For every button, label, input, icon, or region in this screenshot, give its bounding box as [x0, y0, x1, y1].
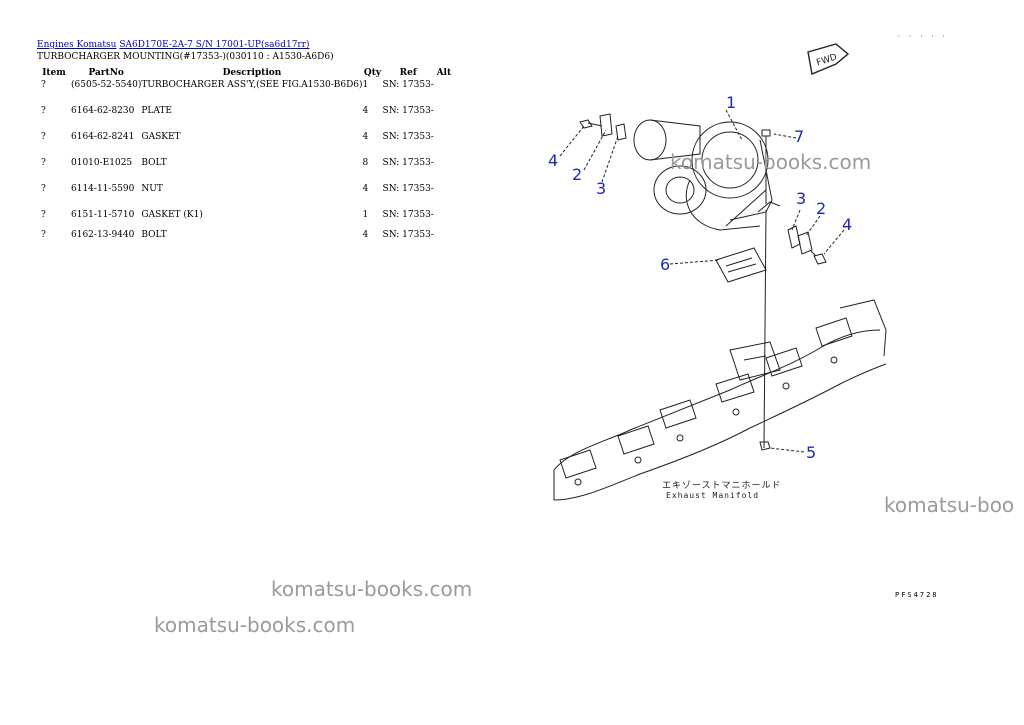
parts-table: Item PartNo Description Qty Ref Alt ? (6… — [37, 66, 454, 250]
callout-4-right: 4 — [842, 215, 852, 234]
bolt-right-drawing — [809, 249, 827, 265]
cell-item: ? — [41, 132, 46, 142]
callout-7: 7 — [794, 127, 804, 146]
cell-qty: 4 — [362, 106, 369, 116]
cell-qty: 1 — [362, 210, 369, 220]
cell-partno: 01010-E1025 — [71, 158, 133, 168]
breadcrumb-link-engines[interactable]: Engines Komatsu — [37, 40, 117, 50]
header-description: Description — [222, 68, 282, 78]
figure-code: PFS4728 — [895, 591, 939, 599]
cell-ref: SN: 17353- — [382, 106, 434, 116]
cell-item: ? — [41, 210, 46, 220]
header-item: Item — [42, 68, 66, 78]
cell-alt — [434, 132, 454, 158]
cell-qty: 4 — [362, 230, 369, 240]
table-row: ? (6505-52-5540) TURBOCHARGER ASS'Y,(SEE… — [37, 80, 454, 106]
callout-5: 5 — [806, 443, 816, 462]
cell-ref: SN: 17353- — [382, 210, 434, 220]
cell-description: GASKET — [141, 132, 181, 142]
cell-ref: SN: 17353- — [382, 184, 434, 194]
breadcrumb-link-model[interactable]: SA6D170E-2A-7 S/N 17001-UP(sa6d17rr) — [119, 40, 310, 50]
header-qty: Qty — [363, 68, 382, 78]
table-row: ? 6114-11-5590 NUT 4 SN: 17353- — [37, 184, 454, 210]
top-figure-code: · · · · · — [897, 33, 948, 40]
cell-description: NUT — [141, 184, 163, 194]
cell-description: TURBOCHARGER ASS'Y,(SEE FIG.A1530-B6D6) — [141, 80, 363, 90]
plate-left-drawing — [599, 113, 613, 137]
cell-qty: 1 — [362, 80, 369, 90]
header-alt: Alt — [436, 68, 452, 78]
callout-4-left: 4 — [548, 151, 558, 170]
turbocharger-drawing — [633, 119, 781, 231]
manifold-caption-jp: エキゾーストマニホールド — [662, 480, 782, 491]
cell-qty: 8 — [362, 158, 369, 168]
table-row: ? 6164-62-8241 GASKET 4 SN: 17353- — [37, 132, 454, 158]
parts-diagram: FWD — [548, 43, 887, 501]
cell-ref: SN: 17353- — [382, 230, 434, 240]
cell-partno: (6505-52-5540) — [71, 80, 142, 90]
cell-description: PLATE — [141, 106, 172, 116]
callout-3-left: 3 — [596, 179, 606, 198]
plate-right-drawing — [797, 231, 813, 255]
callout-1: 1 — [726, 93, 736, 112]
header-ref: Ref — [399, 68, 417, 78]
cell-qty: 4 — [362, 132, 369, 142]
cell-description: BOLT — [141, 230, 167, 240]
callout-3-right: 3 — [796, 189, 806, 208]
table-row: ? 6151-11-5710 GASKET (K1) 1 SN: 17353- — [37, 210, 454, 230]
callout-2-right: 2 — [816, 199, 826, 218]
bolt-top-drawing — [761, 129, 771, 204]
fwd-label: FWD — [815, 52, 838, 68]
watermark: komatsu-books.com — [670, 150, 872, 174]
cell-ref: SN: 17353- — [382, 158, 434, 168]
cell-partno: 6162-13-9440 — [71, 230, 135, 240]
fwd-arrow-icon: FWD — [807, 43, 850, 75]
table-header-row: Item PartNo Description Qty Ref Alt — [37, 66, 454, 80]
breadcrumb: Engines Komatsu SA6D170E-2A-7 S/N 17001-… — [37, 40, 310, 50]
cell-alt — [434, 158, 454, 184]
manifold-caption-en: Exhaust Manifold — [666, 491, 759, 500]
page-title: TURBOCHARGER MOUNTING(#17353-)(030110 : … — [37, 52, 334, 62]
cell-alt — [434, 106, 454, 132]
exhaust-manifold-drawing — [553, 299, 887, 501]
callout-6: 6 — [660, 255, 670, 274]
cell-item: ? — [41, 158, 46, 168]
table-row: ? 6162-13-9440 BOLT 4 SN: 17353- — [37, 230, 454, 250]
cell-item: ? — [41, 230, 46, 240]
cell-qty: 4 — [362, 184, 369, 194]
cell-alt — [434, 230, 454, 250]
cell-partno: 6164-62-8230 — [71, 106, 135, 116]
cell-partno: 6164-62-8241 — [71, 132, 135, 142]
gasket-left-drawing — [615, 123, 627, 141]
watermark: komatsu-books.com — [154, 613, 356, 637]
table-row: ? 01010-E1025 BOLT 8 SN: 17353- — [37, 158, 454, 184]
watermark: komatsu-boo — [884, 493, 1015, 517]
cell-item: ? — [41, 184, 46, 194]
cell-ref: SN: 17353- — [382, 80, 434, 90]
watermark: komatsu-books.com — [271, 577, 473, 601]
header-partno: PartNo — [88, 68, 124, 78]
cell-partno: 6114-11-5590 — [71, 184, 135, 194]
cell-item: ? — [41, 106, 46, 116]
cell-alt — [434, 210, 454, 230]
cell-alt — [434, 184, 454, 210]
callout-2-left: 2 — [572, 165, 582, 184]
cell-alt — [434, 80, 454, 106]
gasket-k1-drawing — [715, 247, 767, 283]
cell-description: BOLT — [141, 158, 167, 168]
cell-ref: SN: 17353- — [382, 132, 434, 142]
cell-partno: 6151-11-5710 — [71, 210, 135, 220]
cell-description: GASKET (K1) — [141, 210, 203, 220]
cell-item: ? — [41, 80, 46, 90]
bolt-left-drawing — [579, 119, 603, 129]
nut-drawing — [759, 441, 771, 451]
table-row: ? 6164-62-8230 PLATE 4 SN: 17353- — [37, 106, 454, 132]
